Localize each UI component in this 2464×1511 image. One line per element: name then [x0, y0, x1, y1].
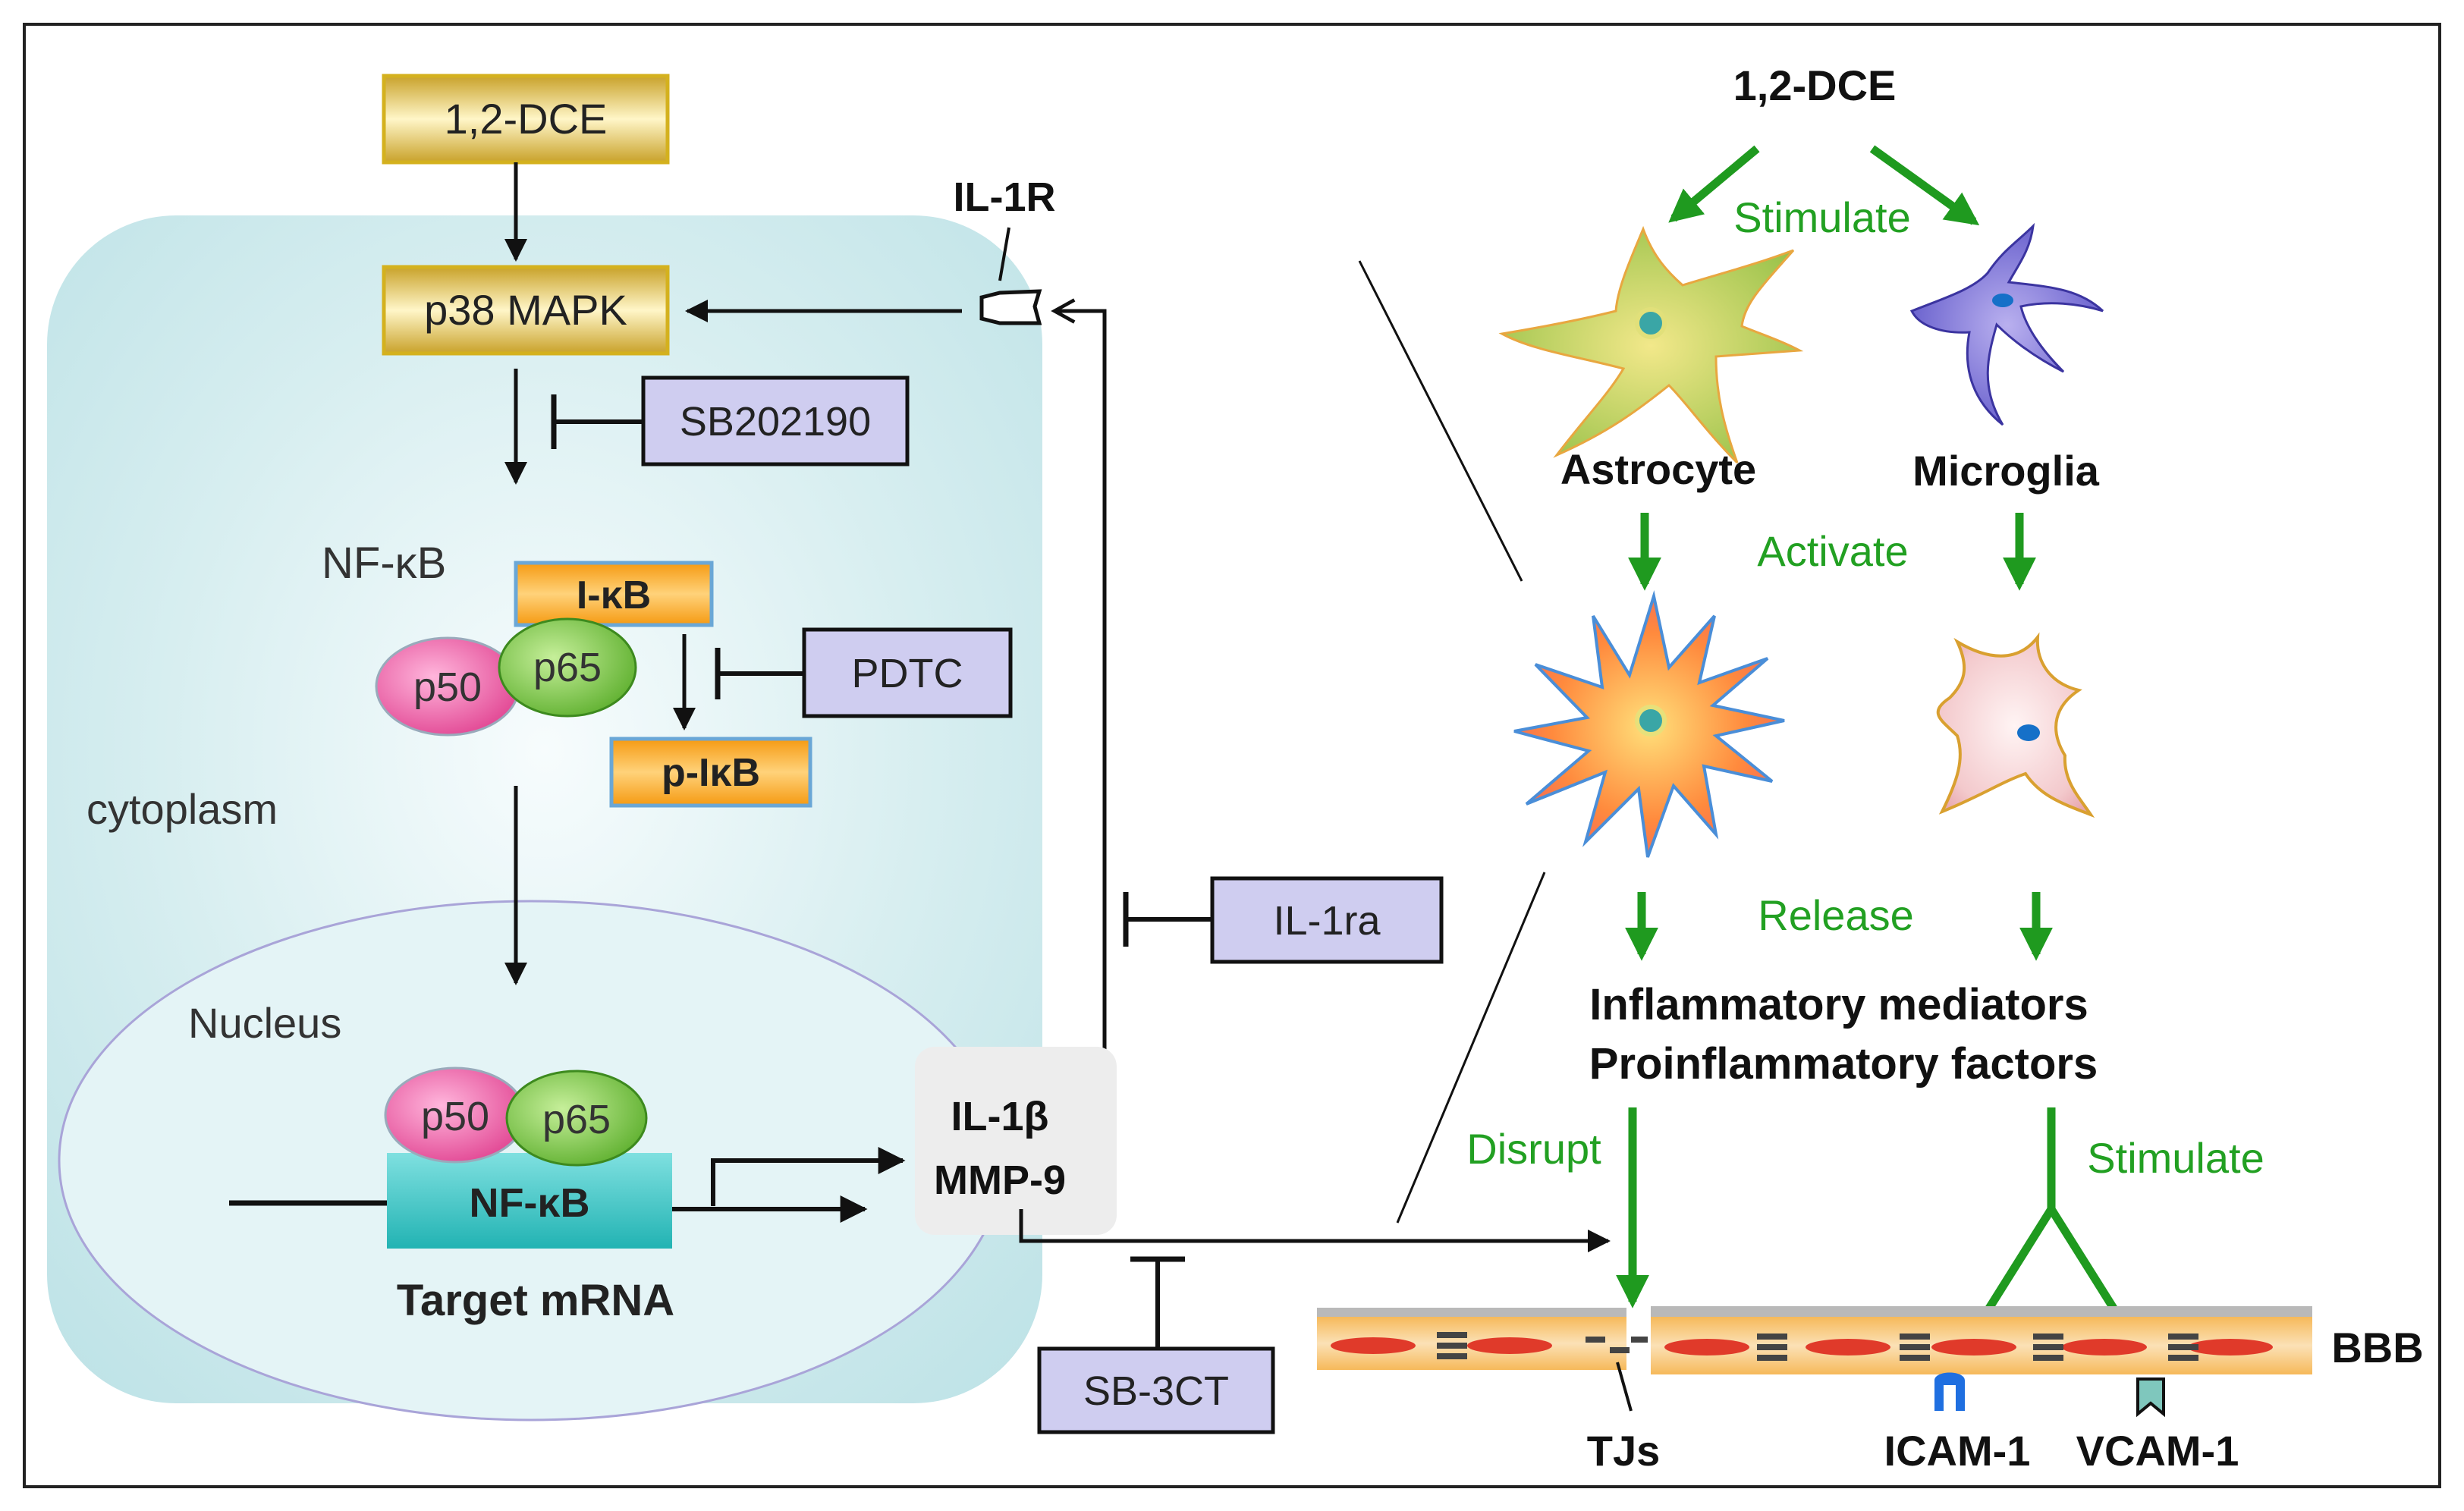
disrupt-label: Disrupt: [1466, 1125, 1601, 1173]
sb3ct-box: SB-3CT: [1037, 1346, 1275, 1434]
feedback-il1b-il1r: [1047, 298, 1107, 1122]
tjs-pointer: [1616, 1362, 1633, 1412]
zoom-line-bottom: [1396, 872, 1546, 1224]
inflammatory-mediators-label: Inflammatory mediators: [1589, 980, 2088, 1029]
ikb-label: I-κB: [577, 573, 651, 617]
green-arrow-dce-astro: [1668, 145, 1760, 223]
nfkb-bar: NF-κB: [387, 1153, 672, 1249]
release-label: Release: [1758, 891, 1913, 939]
p65-protein: p65: [498, 617, 637, 718]
il1ra-box: IL-1ra: [1210, 876, 1444, 964]
il1r-pointer: [998, 227, 1010, 281]
activated-microglia-cell: [1936, 632, 2095, 818]
pikb-box: p-IκB: [609, 737, 812, 808]
nfkb-bar-label: NF-κB: [469, 1180, 589, 1226]
p50-label: p50: [413, 664, 482, 710]
astrocyte-nucleus: [1635, 307, 1667, 339]
activated-astrocyte-nucleus: [1635, 705, 1667, 737]
activate-label: Activate: [1757, 527, 1908, 575]
astrocyte-cell: [1498, 225, 1804, 464]
astrocyte-label: Astrocyte: [1560, 445, 1756, 493]
bbb-label: BBB: [2331, 1324, 2423, 1371]
microglia-label: Microglia: [1912, 447, 2100, 495]
pikb-label: p-IκB: [662, 751, 760, 795]
sb3ct-label: SB-3CT: [1083, 1368, 1229, 1414]
vcam1-label: VCAM-1: [2076, 1427, 2239, 1475]
il1b-mmp9-box: IL-1β MMP-9: [915, 1047, 1117, 1235]
p65-label: p65: [533, 645, 602, 690]
nfkb-complex-label: NF-κB: [322, 539, 446, 588]
microglia-cell: [1909, 222, 2104, 426]
il1r-label: IL-1R: [954, 174, 1056, 220]
dce-box: 1,2-DCE: [382, 74, 670, 165]
microglia-nucleus: [1992, 294, 2013, 307]
p38-mapk-label: p38 MAPK: [424, 286, 627, 334]
right-dce-label: 1,2-DCE: [1733, 61, 1897, 109]
pdtc-box: PDTC: [802, 627, 1013, 718]
tight-junctions: [1437, 1332, 2198, 1361]
cytoplasm-label: cytoplasm: [86, 785, 278, 833]
nuclear-p50: p50: [384, 1066, 526, 1164]
stimulate-top-label: Stimulate: [1733, 193, 1910, 241]
nuclear-p50-label: p50: [421, 1094, 489, 1139]
activated-microglia-nucleus: [2017, 724, 2040, 741]
nuclear-p65-label: p65: [542, 1097, 611, 1142]
sb202190-label: SB202190: [680, 399, 871, 445]
sb202190-box: SB202190: [641, 375, 910, 466]
tjs-label: TJs: [1587, 1427, 1661, 1475]
green-arrow-dce-micro: [1869, 145, 1980, 226]
p50-protein: p50: [375, 636, 520, 737]
mmp9-label: MMP-9: [934, 1158, 1066, 1203]
disrupted-tj: [1586, 1337, 1648, 1353]
nucleus-label: Nucleus: [188, 999, 341, 1047]
transcription-arrow: [711, 1147, 906, 1206]
stimulate-bottom-label: Stimulate: [2087, 1134, 2264, 1182]
p38-mapk-box: p38 MAPK: [382, 265, 670, 356]
nuclear-p65: p65: [505, 1070, 648, 1167]
il1ra-label: IL-1ra: [1273, 898, 1381, 944]
il1r-receptor-icon: [979, 289, 1042, 325]
dce-label: 1,2-DCE: [445, 95, 608, 143]
bbb-layer: [1317, 1306, 2312, 1374]
ikb-box: I-κB: [514, 561, 714, 627]
icam1-molecule-icon: [1934, 1372, 1965, 1411]
icam1-label: ICAM-1: [1884, 1427, 2031, 1475]
target-mrna-label: Target mRNA: [397, 1276, 674, 1325]
pdtc-label: PDTC: [852, 651, 963, 696]
figure-frame: [23, 23, 2441, 1488]
proinflammatory-factors-label: Proinflammatory factors: [1589, 1039, 2098, 1088]
zoom-line-top: [1358, 260, 1523, 582]
il1b-label: IL-1β: [951, 1094, 1049, 1139]
arrow-mmp9-bbb: [1019, 1209, 1611, 1252]
vcam1-molecule-icon: [2136, 1377, 2165, 1418]
